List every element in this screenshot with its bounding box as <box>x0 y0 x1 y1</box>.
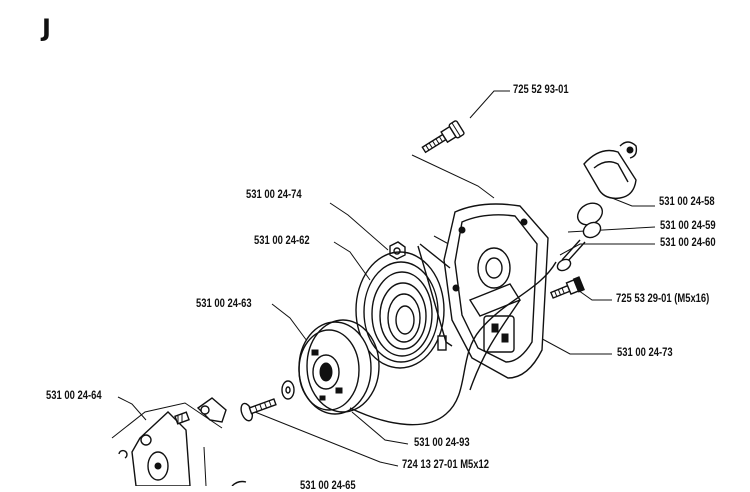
label-handle: 531 00 24-58 <box>659 196 715 208</box>
leader-lines <box>111 90 656 486</box>
label-housing: 531 00 24-73 <box>617 347 673 359</box>
screw-top-part <box>421 120 465 154</box>
pawl-part <box>118 397 227 486</box>
label-pulley: 531 00 24-63 <box>196 298 252 310</box>
label-screw-right: 725 53 29-01 (M5x16) <box>616 293 710 305</box>
label-spring: 531 00 24-62 <box>254 235 310 247</box>
partial-bottom-part <box>231 480 247 486</box>
label-nut: 531 00 24-74 <box>246 189 302 201</box>
label-cord: 531 00 24-93 <box>414 437 470 449</box>
cord-part <box>349 261 557 426</box>
pulley-part <box>298 319 380 415</box>
handle-part <box>556 141 638 272</box>
label-screw-top: 725 52 93-01 <box>513 84 569 96</box>
nut-part <box>389 241 406 260</box>
label-partial-bottom: 531 00 24-65 <box>300 480 356 492</box>
housing-part <box>417 203 549 379</box>
label-bushing: 531 00 24-60 <box>660 237 716 249</box>
screw-right-part <box>549 276 585 299</box>
label-pawl: 531 00 24-64 <box>46 390 102 402</box>
section-letter: J <box>42 14 51 42</box>
label-screw-bottom: 724 13 27-01 M5x12 <box>402 459 490 471</box>
screw-bottom-part <box>240 380 295 422</box>
label-cord-part: 531 00 24-59 <box>660 220 716 232</box>
spring-part <box>355 251 447 369</box>
